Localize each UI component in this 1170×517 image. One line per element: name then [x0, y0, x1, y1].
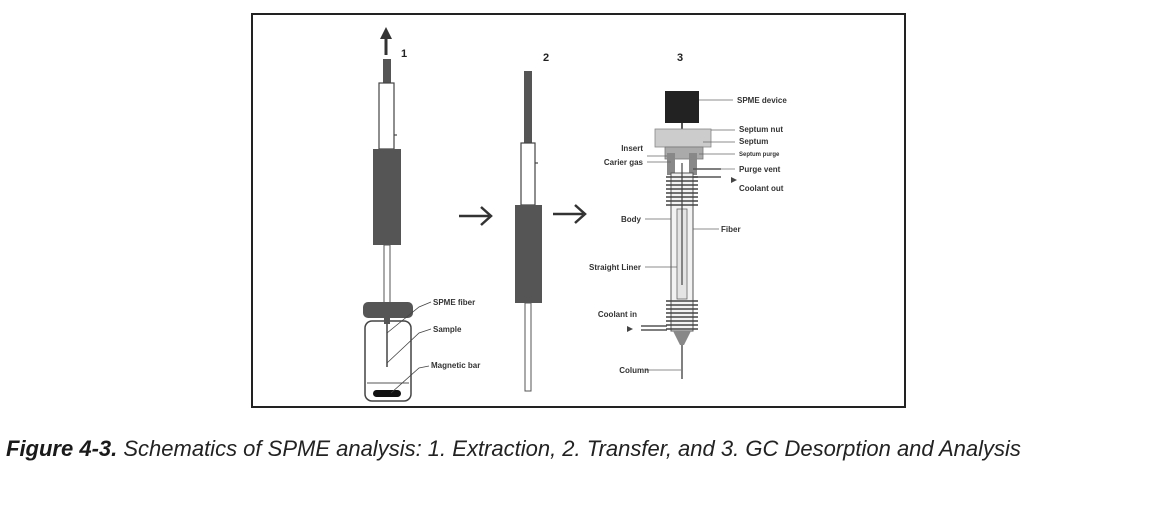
label-spme-device: SPME device [737, 96, 787, 105]
caption-text: Schematics of SPME analysis: 1. Extracti… [117, 436, 1021, 461]
panel-3-number: 3 [677, 52, 683, 64]
label-insert: Insert [621, 144, 643, 153]
label-carrier-gas: Carier gas [604, 158, 644, 167]
syringe-barrel [520, 142, 536, 206]
label-septum-nut: Septum nut [739, 125, 783, 134]
plunger-rod [383, 59, 391, 83]
label-body: Body [621, 215, 642, 224]
syringe-holder [373, 149, 401, 245]
vial-cap [363, 302, 413, 318]
figure-frame: 1 [251, 13, 906, 408]
syringe-barrel [378, 82, 395, 150]
panel-1-number: 1 [401, 48, 407, 60]
label-coolant-in: Coolant in [598, 310, 637, 319]
label-column: Column [619, 366, 649, 375]
panel-2-transfer: 2 [515, 52, 549, 392]
vial [364, 320, 412, 402]
cooling-coil-bottom [666, 300, 698, 330]
septum-nut [654, 128, 712, 148]
panel-3-gc-desorption: 3 [589, 52, 787, 379]
right-arrow-icon [553, 204, 587, 224]
magnetic-bar [373, 390, 401, 397]
spme-device [665, 91, 699, 123]
label-spme-fiber: SPME fiber [433, 298, 475, 307]
syringe-holder [515, 205, 542, 303]
label-straight-liner: Straight Liner [589, 263, 641, 272]
caption-label: Figure 4-3. [6, 436, 118, 461]
label-magnetic-bar: Magnetic bar [431, 361, 480, 370]
panel-2-number: 2 [543, 52, 549, 64]
label-coolant-out: Coolant out [739, 184, 784, 193]
panel-1-extraction: 1 [363, 27, 480, 402]
label-sample: Sample [433, 325, 462, 334]
label-fiber: Fiber [721, 225, 741, 234]
right-arrow-icon [459, 206, 493, 226]
up-arrow-icon [380, 27, 392, 55]
label-septum-purge: Septum purge [739, 152, 780, 158]
spme-schematic-diagram: 1 [363, 27, 787, 402]
needle [524, 302, 532, 392]
label-purge-vent: Purge vent [739, 165, 781, 174]
label-septum: Septum [739, 137, 768, 146]
figure-caption: Figure 4-3. Schematics of SPME analysis:… [6, 436, 1166, 462]
needle [383, 244, 391, 306]
plunger-rod [524, 71, 532, 143]
